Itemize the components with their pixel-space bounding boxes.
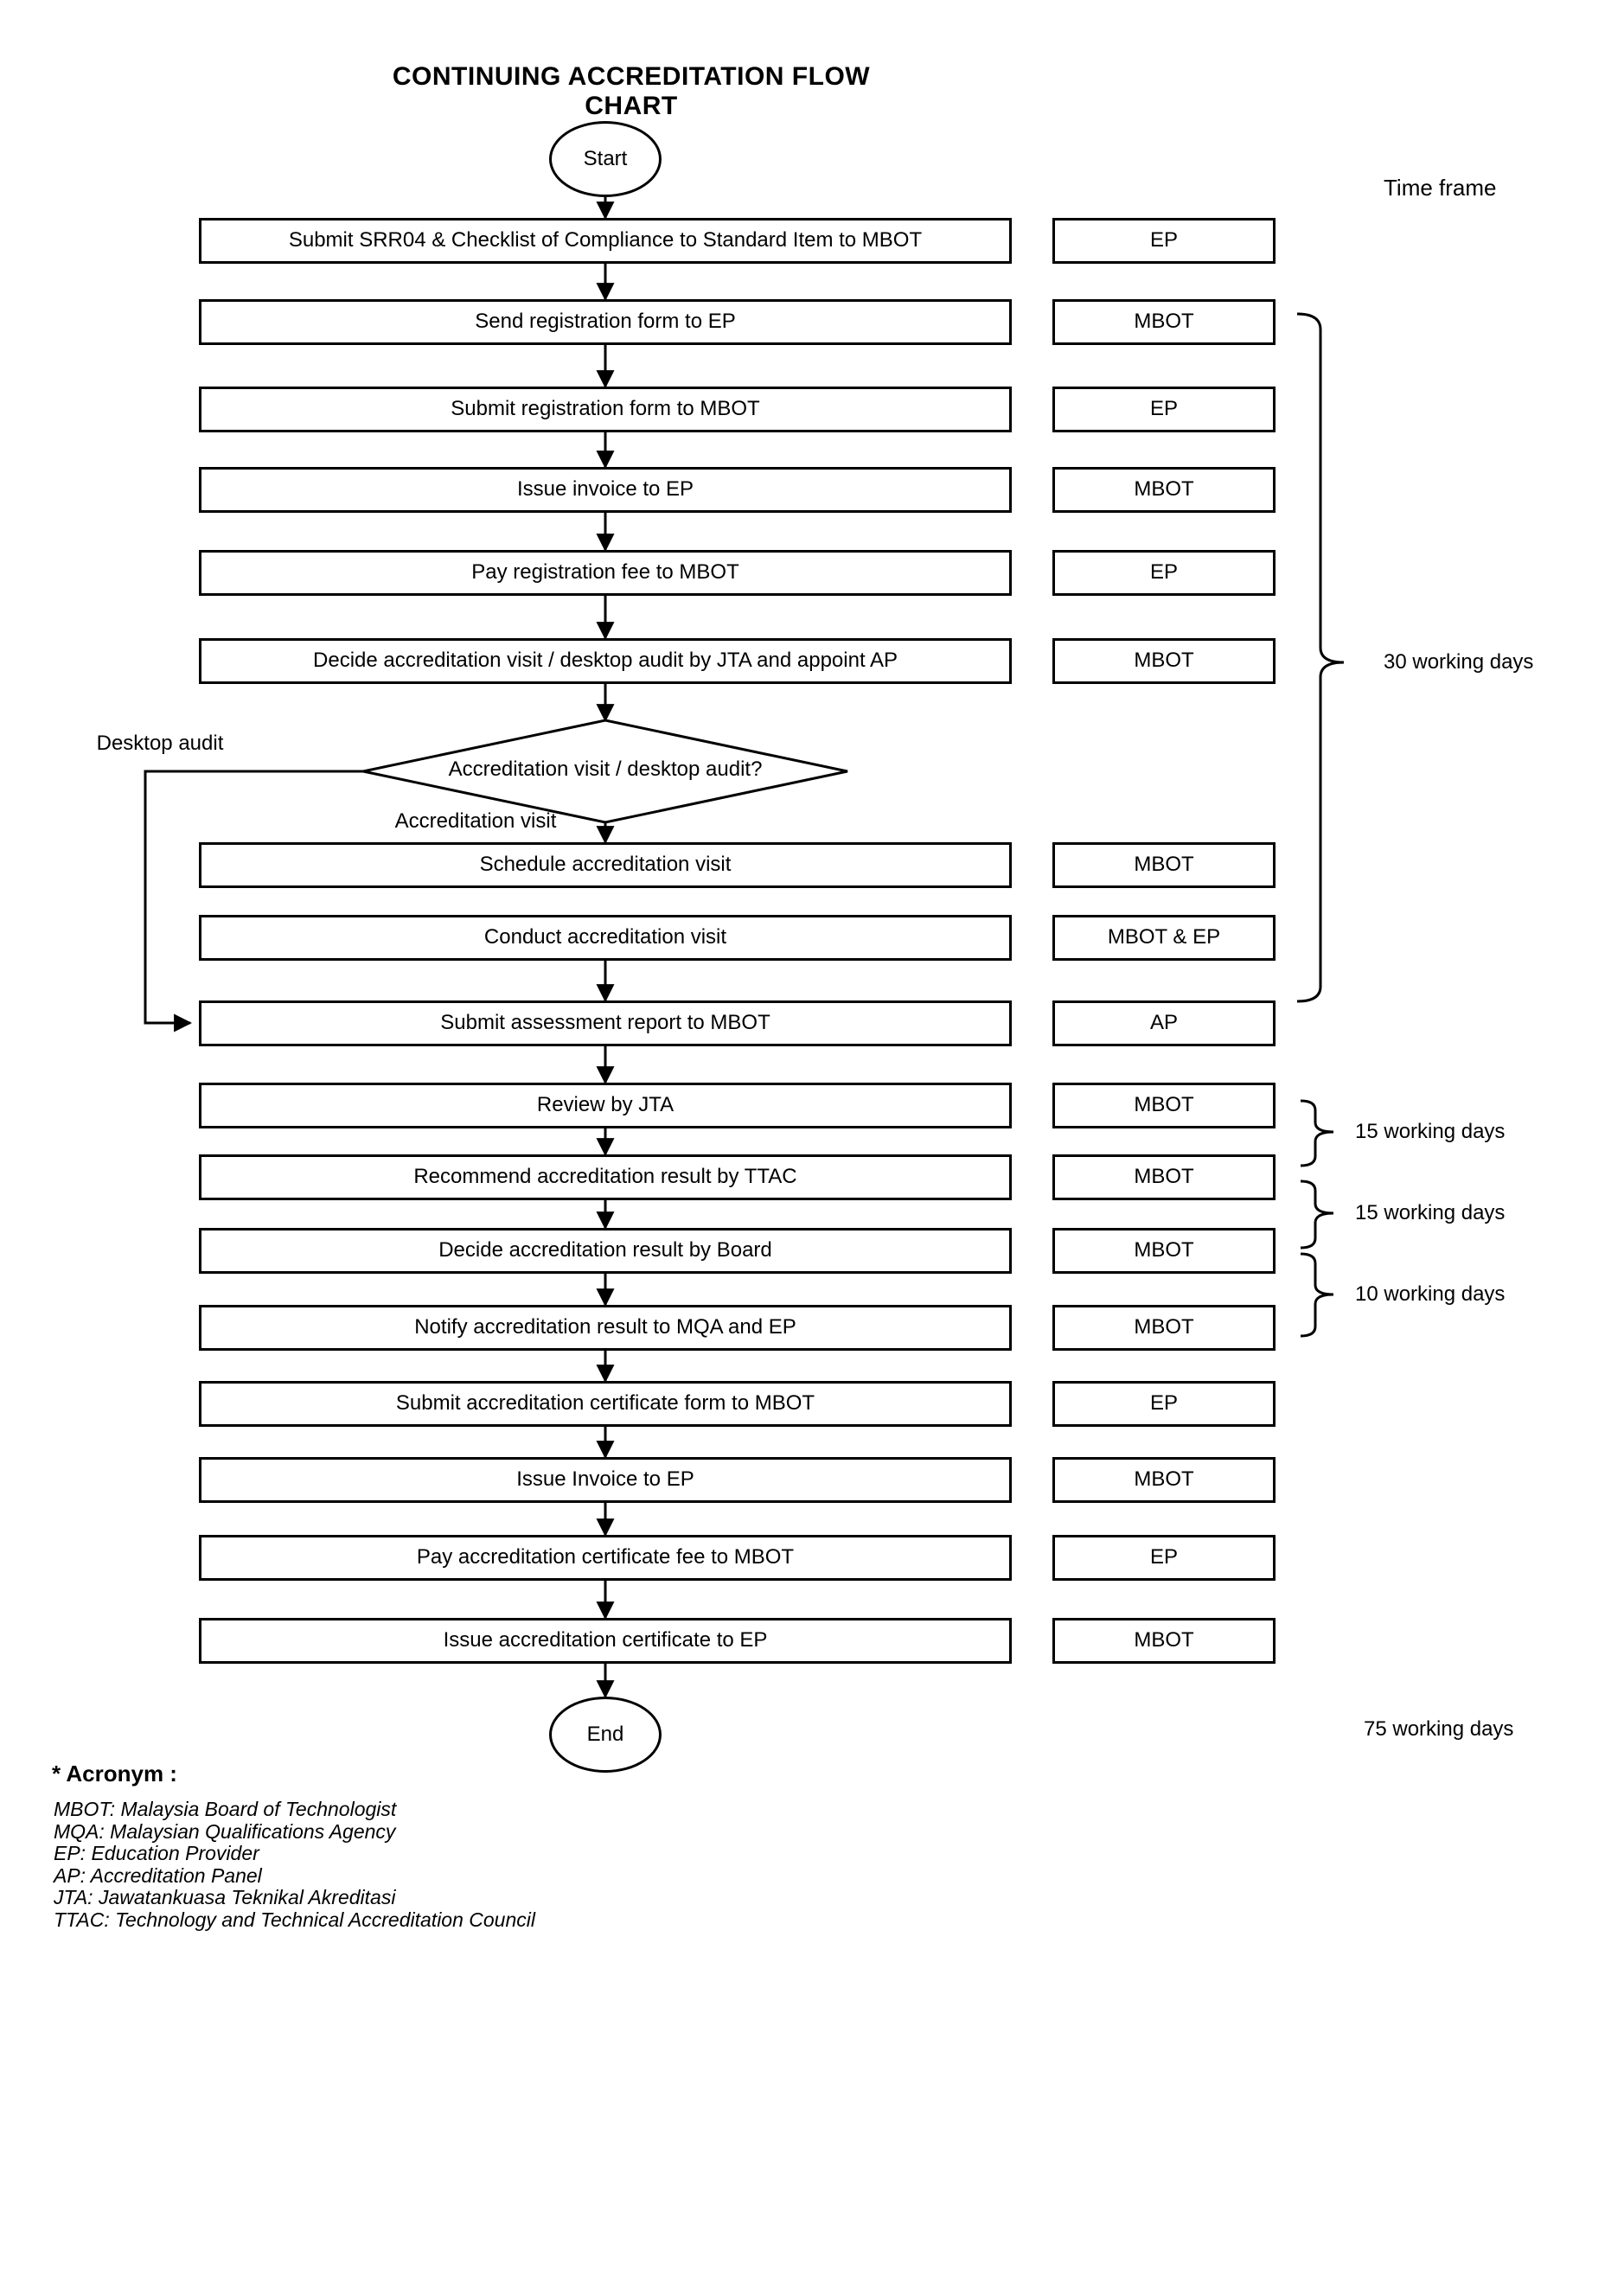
actor-box-12: MBOT [1052,1228,1276,1274]
actor-box-10: MBOT [1052,1083,1276,1128]
step-submit-srr04: Submit SRR04 & Checklist of Compliance t… [199,218,1012,264]
step-label: Issue invoice to EP [516,477,694,502]
step-review-jta: Review by JTA [199,1083,1012,1128]
step-send-registration-form: Send registration form to EP [199,299,1012,345]
actor-label: MBOT [1134,477,1194,502]
step-label: Decide accreditation result by Board [438,1238,772,1262]
actor-label: MBOT [1134,1093,1194,1117]
step-label: Send registration form to EP [475,310,736,334]
actor-label: EP [1149,228,1178,252]
actor-label: EP [1149,397,1178,421]
actor-box-16: EP [1052,1535,1276,1581]
actor-label: MBOT & EP [1107,925,1221,949]
step-issue-invoice-2: Issue Invoice to EP [199,1457,1012,1503]
page-title: CONTINUING ACCREDITATION FLOW CHART [392,62,871,120]
actor-box-14: EP [1052,1381,1276,1427]
actor-label: MBOT [1134,1628,1194,1652]
actor-box-2: MBOT [1052,299,1276,345]
step-label: Submit accreditation certificate form to… [395,1391,815,1416]
actor-box-8: MBOT & EP [1052,915,1276,961]
step-label: Review by JTA [536,1093,675,1117]
start-label: Start [583,147,628,170]
step-submit-registration-form: Submit registration form to MBOT [199,387,1012,432]
step-label: Pay accreditation certificate fee to MBO… [416,1545,795,1569]
actor-box-6: MBOT [1052,638,1276,684]
acronym-item: TTAC: Technology and Technical Accredita… [54,1908,535,1931]
step-label: Issue accreditation certificate to EP [443,1628,768,1652]
branch-label-accreditation-visit: Accreditation visit [394,809,557,833]
step-decide-result: Decide accreditation result by Board [199,1228,1012,1274]
step-label: Pay registration fee to MBOT [471,560,739,585]
acronym-list: MBOT: Malaysia Board of Technologist MQA… [54,1798,535,1931]
step-label: Submit assessment report to MBOT [440,1011,770,1035]
acronym-item: AP: Accreditation Panel [54,1863,262,1887]
actor-label: MBOT [1134,1467,1194,1492]
actor-label: MBOT [1134,853,1194,877]
actor-label: MBOT [1134,1165,1194,1189]
step-label: Conduct accreditation visit [483,925,727,949]
actor-label: EP [1149,1545,1178,1569]
step-issue-invoice: Issue invoice to EP [199,467,1012,513]
step-submit-assessment-report: Submit assessment report to MBOT [199,1000,1012,1046]
step-notify-result: Notify accreditation result to MQA and E… [199,1305,1012,1351]
time-annotation-15-days-a: 15 working days [1355,1120,1506,1143]
acronym-item: MBOT: Malaysia Board of Technologist [54,1798,397,1820]
step-label: Schedule accreditation visit [479,853,732,877]
actor-box-11: MBOT [1052,1154,1276,1200]
decision-diamond-shape [362,719,848,824]
actor-box-15: MBOT [1052,1457,1276,1503]
actor-box-3: EP [1052,387,1276,432]
actor-box-5: EP [1052,550,1276,596]
step-conduct-visit: Conduct accreditation visit [199,915,1012,961]
step-pay-registration-fee: Pay registration fee to MBOT [199,550,1012,596]
step-label: Recommend accreditation result by TTAC [413,1165,797,1189]
step-decide-visit-or-audit: Decide accreditation visit / desktop aud… [199,638,1012,684]
step-label: Submit registration form to MBOT [451,397,760,421]
actor-label: MBOT [1134,1238,1194,1262]
step-schedule-visit: Schedule accreditation visit [199,842,1012,888]
brace-10-days [1300,1252,1334,1338]
time-frame-label: Time frame [1384,175,1497,201]
brace-30-days [1296,312,1345,1003]
end-terminator: End [549,1697,662,1773]
actor-label: EP [1149,560,1178,585]
time-annotation-10-days: 10 working days [1355,1282,1506,1306]
actor-box-13: MBOT [1052,1305,1276,1351]
step-label: Decide accreditation visit / desktop aud… [313,649,898,673]
acronym-heading: * Acronym : [52,1761,177,1787]
actor-box-1: EP [1052,218,1276,264]
brace-15-days-a [1300,1099,1334,1167]
step-recommend-result: Recommend accreditation result by TTAC [199,1154,1012,1200]
acronym-item: EP: Education Provider [54,1842,259,1864]
actor-label: EP [1149,1391,1178,1416]
actor-box-4: MBOT [1052,467,1276,513]
step-label: Submit SRR04 & Checklist of Compliance t… [288,228,923,252]
step-label: Notify accreditation result to MQA and E… [414,1315,796,1339]
actor-label: AP [1149,1011,1178,1035]
actor-box-9: AP [1052,1000,1276,1046]
step-issue-certificate: Issue accreditation certificate to EP [199,1618,1012,1664]
brace-15-days-b [1300,1179,1334,1250]
acronym-item: MQA: Malaysian Qualifications Agency [54,1819,396,1843]
branch-label-desktop-audit: Desktop audit [96,732,224,755]
time-annotation-15-days-b: 15 working days [1355,1201,1506,1224]
actor-label: MBOT [1134,649,1194,673]
step-submit-certificate-form: Submit accreditation certificate form to… [199,1381,1012,1427]
time-annotation-75-days: 75 working days [1364,1717,1514,1741]
acronym-item: JTA: Jawatankuasa Teknikal Akreditasi [54,1886,396,1908]
actor-box-7: MBOT [1052,842,1276,888]
step-pay-certificate-fee: Pay accreditation certificate fee to MBO… [199,1535,1012,1581]
start-terminator: Start [549,121,662,197]
actor-box-17: MBOT [1052,1618,1276,1664]
step-label: Issue Invoice to EP [516,1467,694,1492]
decision-question: Accreditation visit / desktop audit? [448,757,763,781]
end-label: End [586,1723,624,1746]
time-annotation-30-days: 30 working days [1384,650,1534,674]
actor-label: MBOT [1134,1315,1194,1339]
actor-label: MBOT [1134,310,1194,334]
